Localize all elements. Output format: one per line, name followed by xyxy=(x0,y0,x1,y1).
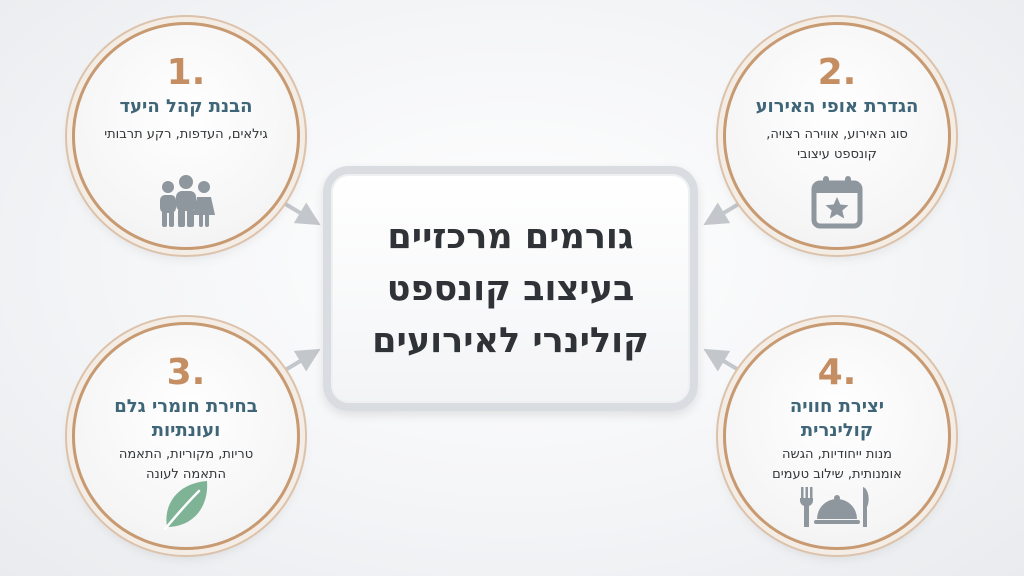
node-description: סוג האירוע, אווירה רצויה, קונספט עיצובי xyxy=(766,127,908,162)
people-group-icon xyxy=(154,173,218,233)
node-number: 2. xyxy=(817,52,857,93)
center-box: גורמים מרכזיים בעיצוב קונספט קולינרי לאי… xyxy=(323,166,698,411)
node-title: הגדרת אופי האירוע xyxy=(755,96,919,117)
node-description: טריות, מקוריות, התאמה התאמה לעונה xyxy=(118,447,254,482)
calendar-star-icon xyxy=(811,175,863,233)
node-title: בחירת חומרי גלם ועונתיות xyxy=(114,396,258,441)
arrow-node4-to-center xyxy=(703,348,744,374)
node-1-audience: 1. הבנת קהל היעד גילאים, העדפות, רקע תרב… xyxy=(72,22,300,250)
node-number: 4. xyxy=(817,352,857,393)
leaf-icon xyxy=(161,477,211,535)
node-2-event-nature: 2. הגדרת אופי האירוע סוג האירוע, אווירה … xyxy=(723,22,951,250)
node-4-culinary-experience: 4. יצירת חוויה קולינרית מנות ייחודיות, ה… xyxy=(723,322,951,550)
node-3-ingredients: 3. בחירת חומרי גלם ועונתיות טריות, מקורי… xyxy=(72,322,300,550)
arrow-node1-to-center xyxy=(280,200,321,226)
node-number: 1. xyxy=(166,52,206,93)
arrow-node2-to-center xyxy=(703,200,744,226)
cloche-cutlery-icon xyxy=(797,485,877,533)
center-title: גורמים מרכזיים בעיצוב קונספט קולינרי לאי… xyxy=(372,216,649,361)
node-title: הבנת קהל היעד xyxy=(119,96,253,117)
arrow-node3-to-center xyxy=(280,348,321,374)
node-description: גילאים, העדפות, רקע תרבותי xyxy=(104,127,268,142)
node-number: 3. xyxy=(166,352,206,393)
node-title: יצירת חוויה קולינרית xyxy=(789,396,885,441)
node-description: מנות ייחודיות, הגשה אומנותית, שילוב טעמי… xyxy=(772,447,902,482)
